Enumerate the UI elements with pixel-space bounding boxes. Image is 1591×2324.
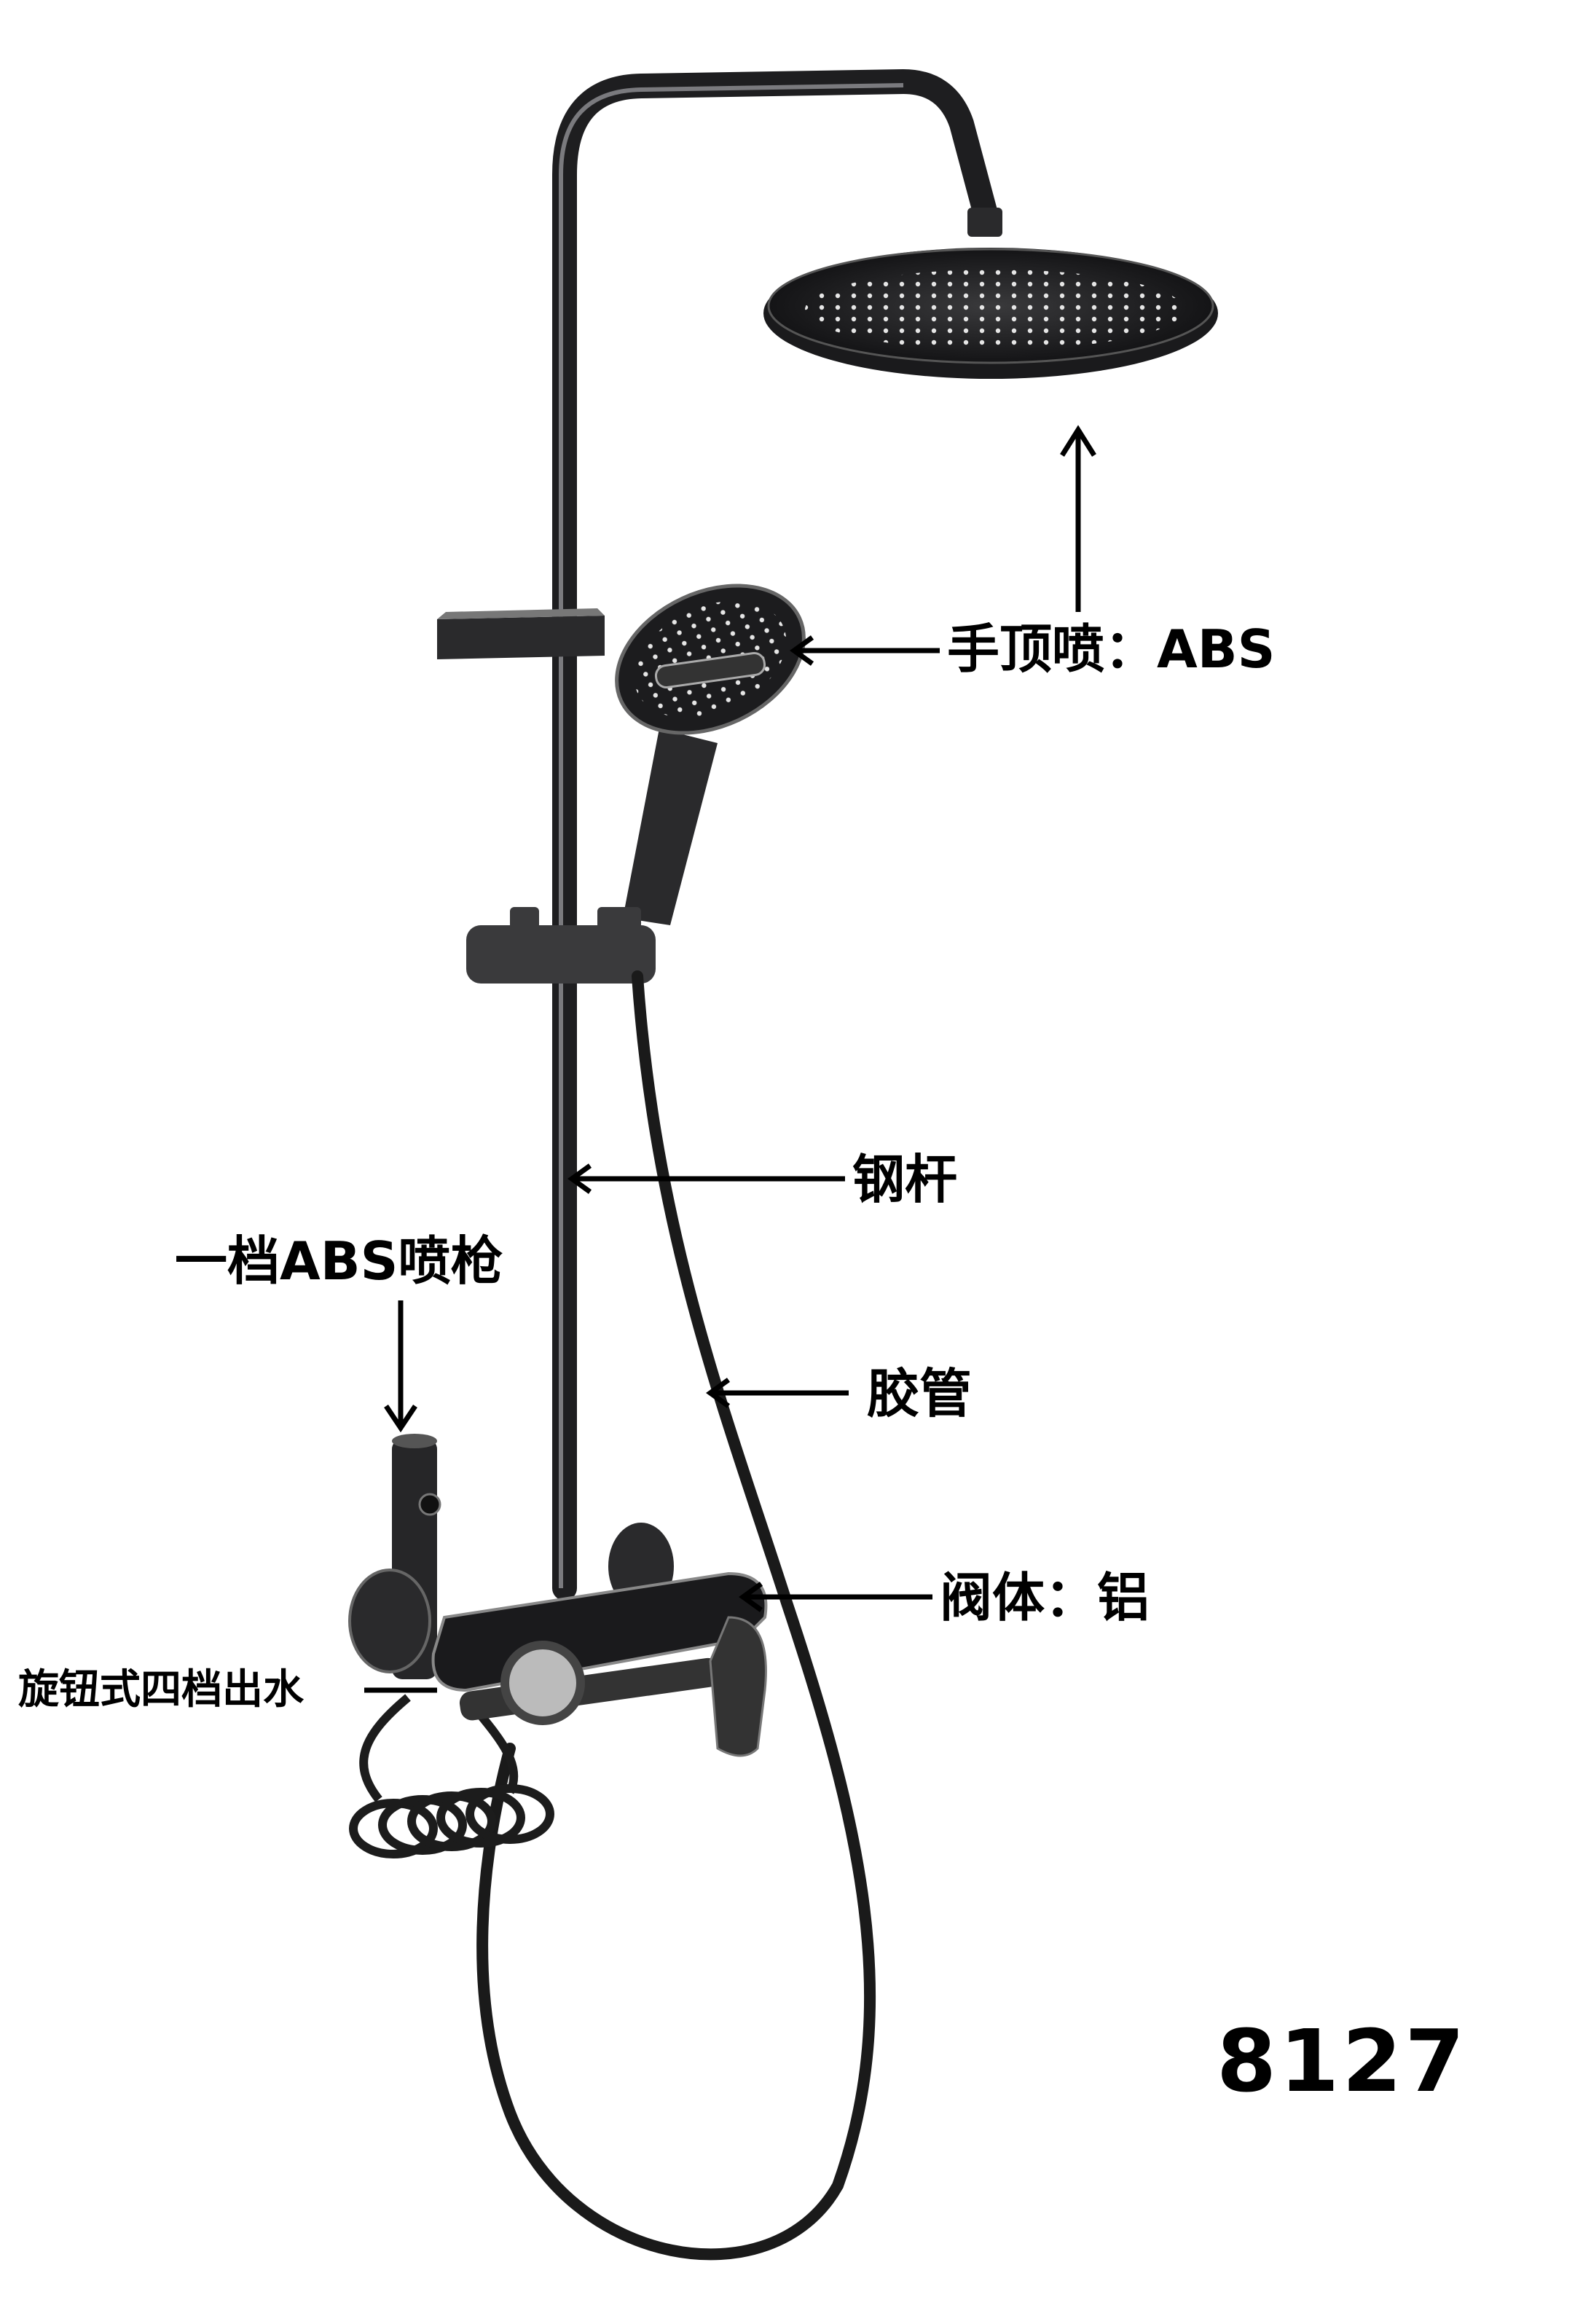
label-hose: 胶管 (867, 1363, 973, 1424)
mode-knob (500, 1641, 585, 1725)
overhead-shower-head (763, 248, 1218, 379)
label-knob-outlet: 旋钮式四档出水 (18, 1666, 304, 1713)
valve-body (431, 1523, 768, 1757)
riser-pipe (552, 68, 1002, 1601)
coiled-hose (349, 1694, 554, 1858)
model-number: 8127 (1217, 2011, 1468, 2111)
slider-bracket (466, 907, 656, 984)
valve-lever (709, 1616, 767, 1757)
soap-holder (437, 608, 605, 659)
label-steel-rod: 钢杆 (852, 1149, 958, 1210)
hand-shower (615, 584, 806, 925)
label-head-shower: 手顶喷：ABS (947, 619, 1276, 680)
label-valve-body: 阀体：铝 (940, 1567, 1150, 1628)
label-spray-gun: 一档ABS喷枪 (175, 1230, 503, 1292)
callout-lines (364, 425, 1096, 1693)
spray-gun (348, 1434, 441, 1679)
